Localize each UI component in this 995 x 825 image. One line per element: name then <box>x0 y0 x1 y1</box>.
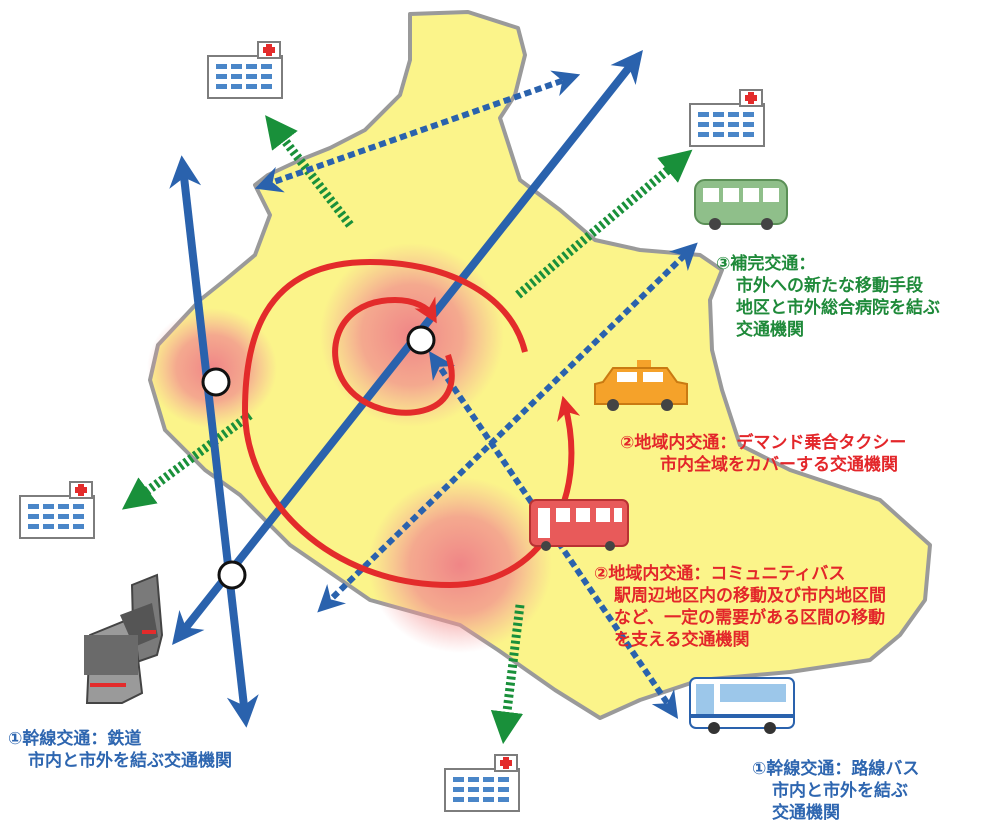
demand-taxi-title: ②地域内交通：デマンド乗合タクシー <box>620 433 907 453</box>
route-bus-line2: 交通機関 <box>772 803 840 823</box>
station-icon <box>217 560 247 590</box>
railway-line-diagonal <box>172 49 643 646</box>
hospital-icon <box>207 41 283 99</box>
railway-line1: 市内と市外を結ぶ交通機関 <box>28 751 232 771</box>
hospital-icon <box>19 481 95 539</box>
hotspot-south <box>368 477 552 653</box>
taxi-icon <box>594 360 688 411</box>
complement-line3: 交通機関 <box>736 320 804 340</box>
route-bus-title: ①幹線交通：路線バス <box>752 759 920 779</box>
route-bus-icon <box>689 677 795 734</box>
complement-route-east <box>515 149 693 299</box>
demand-taxi-line1: 市内全域をカバーする交通機関 <box>660 455 898 475</box>
railway-title: ①幹線交通：鉄道 <box>8 729 142 749</box>
demand-taxi-label: ②地域内交通：デマンド乗合タクシー 市内全域をカバーする交通機関 <box>620 432 906 476</box>
station-icon <box>406 325 436 355</box>
route-bus-line1: 市内と市外を結ぶ <box>772 781 908 801</box>
minibus-icon <box>694 179 788 230</box>
railway-label: ①幹線交通：鉄道 市内と市外を結ぶ交通機関 <box>8 728 232 772</box>
community-routes <box>241 258 581 589</box>
community-route-large-loop <box>241 258 581 589</box>
community-bus-title: ②地域内交通：コミュニティバス <box>594 564 846 584</box>
community-bus-line2: など、一定の需要がある区間の移動 <box>614 608 886 628</box>
community-bus-icon <box>529 499 629 551</box>
station-icon <box>201 367 231 397</box>
complement-label: ③補完交通： 市外への新たな移動手段 地区と市外総合病院を結ぶ 交通機関 <box>716 253 940 341</box>
community-bus-label: ②地域内交通：コミュニティバス 駅周辺地区内の移動及び市内地区間 など、一定の需… <box>594 563 886 651</box>
complement-title: ③補完交通： <box>716 254 816 274</box>
community-bus-line1: 駅周辺地区内の移動及び市内地区間 <box>614 586 886 606</box>
stations <box>201 325 436 590</box>
route-bus-label: ①幹線交通：路線バス 市内と市外を結ぶ 交通機関 <box>752 758 919 824</box>
community-route-small-loop <box>332 296 455 416</box>
hospital-icon <box>689 89 765 147</box>
train-icon <box>84 573 164 704</box>
complement-line1: 市外への新たな移動手段 <box>736 276 923 296</box>
community-bus-line3: を支える交通機関 <box>614 630 750 650</box>
complement-line2: 地区と市外総合病院を結ぶ <box>736 298 940 318</box>
railway-lines <box>169 49 643 728</box>
hospital-icon <box>444 754 520 812</box>
